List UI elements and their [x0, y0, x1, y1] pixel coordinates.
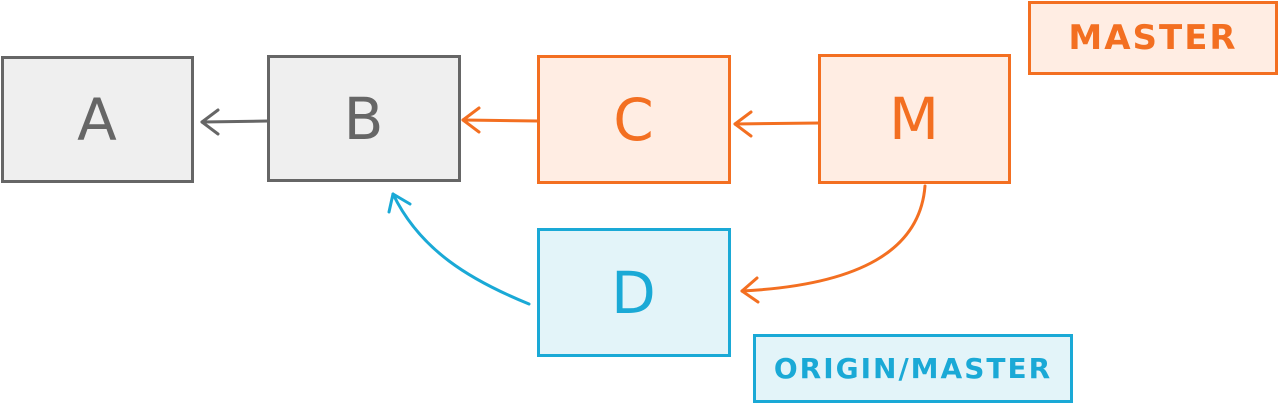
master-ref-text: MASTER [1068, 18, 1238, 58]
commit-a-box: A [1, 56, 194, 183]
arrow-b-to-a [200, 108, 270, 136]
arrow-m-to-c [733, 110, 822, 138]
commit-c-box: C [537, 55, 731, 184]
origin-master-ref-text: ORIGIN/MASTER [773, 352, 1053, 385]
commit-m-box: M [818, 54, 1011, 184]
arrow-m-to-d [740, 184, 927, 304]
arrow-c-to-b [461, 106, 540, 134]
origin-master-ref-label: ORIGIN/MASTER [753, 334, 1073, 403]
commit-m-label: M [888, 85, 941, 153]
commit-c-label: C [613, 85, 655, 154]
commit-b-label: B [343, 84, 385, 153]
commit-a-label: A [77, 85, 118, 154]
commit-b-box: B [267, 55, 461, 182]
commit-d-box: D [537, 228, 731, 357]
arrow-d-to-b [387, 192, 531, 306]
master-ref-label: MASTER [1028, 1, 1278, 75]
commit-d-label: D [611, 258, 657, 327]
